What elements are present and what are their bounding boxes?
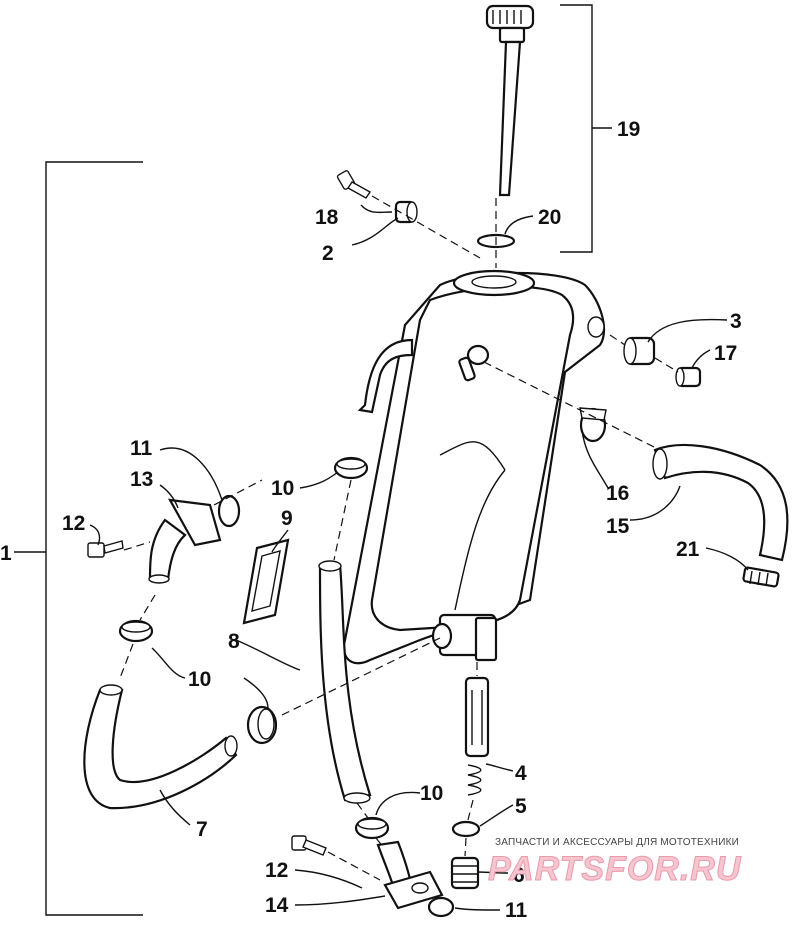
strainer-21 <box>742 566 780 588</box>
clamp-16 <box>579 407 607 443</box>
label-9: 9 <box>281 507 293 530</box>
elbow-13 <box>148 498 222 584</box>
clamp-10-middle <box>246 705 278 745</box>
grommet-3 <box>623 336 656 366</box>
spacer-2 <box>394 200 418 224</box>
label-7: 7 <box>196 818 208 841</box>
label-5: 5 <box>515 795 527 818</box>
clamp-10-bottom <box>354 816 390 840</box>
label-1: 1 <box>0 542 12 565</box>
assembly-lines <box>119 334 679 881</box>
hose-8 <box>318 563 372 802</box>
label-12a: 12 <box>62 512 85 535</box>
label-21: 21 <box>676 538 700 561</box>
clamp-10-top <box>333 456 369 480</box>
label-15: 15 <box>606 515 630 538</box>
o-ring-5 <box>451 820 481 838</box>
oil-tank <box>342 269 605 665</box>
label-12b: 12 <box>265 859 288 882</box>
label-20: 20 <box>538 206 561 229</box>
bracket-part-19 <box>560 4 612 253</box>
decal-9 <box>242 538 290 625</box>
label-18: 18 <box>315 206 339 229</box>
elbow-14 <box>376 840 444 910</box>
leader-lines <box>89 204 749 911</box>
label-10c: 10 <box>420 782 443 805</box>
bolt-18 <box>336 170 372 199</box>
bolt-17 <box>675 366 702 388</box>
bracket-part-1 <box>14 161 143 916</box>
label-16: 16 <box>606 482 629 505</box>
label-13: 13 <box>130 468 153 491</box>
label-17: 17 <box>714 342 737 365</box>
label-10b: 10 <box>188 668 211 691</box>
filter-4 <box>464 676 490 796</box>
label-8: 8 <box>228 630 240 653</box>
label-19: 19 <box>617 118 640 141</box>
label-10a: 10 <box>271 477 294 500</box>
watermark-brand: PARTSFOR.RU <box>488 850 742 888</box>
label-4: 4 <box>515 762 527 785</box>
bolt-12-top <box>87 540 124 558</box>
label-3: 3 <box>730 310 742 333</box>
bolt-12-bottom <box>291 835 327 856</box>
label-11a: 11 <box>130 437 153 460</box>
clamp-10-left <box>118 619 154 643</box>
watermark: ЗАПЧАСТИ И АКСЕССУАРЫ ДЛЯ МОТОТЕХНИКИ PA… <box>488 837 742 889</box>
dipstick-cap <box>485 4 535 197</box>
label-2: 2 <box>322 242 334 265</box>
watermark-subtitle: ЗАПЧАСТИ И АКСЕССУАРЫ ДЛЯ МОТОТЕХНИКИ <box>495 837 739 848</box>
part-labels: 1 2 3 4 5 6 7 8 9 10 10 10 11 11 12 12 1… <box>0 118 742 922</box>
label-6: 6 <box>513 864 525 887</box>
hose-7 <box>83 688 238 810</box>
label-14: 14 <box>265 894 289 917</box>
o-ring-11-top <box>217 494 241 528</box>
hose-15 <box>653 443 789 562</box>
drain-plug-6 <box>450 856 480 890</box>
o-ring-11-bottom <box>427 896 455 918</box>
label-11b: 11 <box>505 899 528 922</box>
